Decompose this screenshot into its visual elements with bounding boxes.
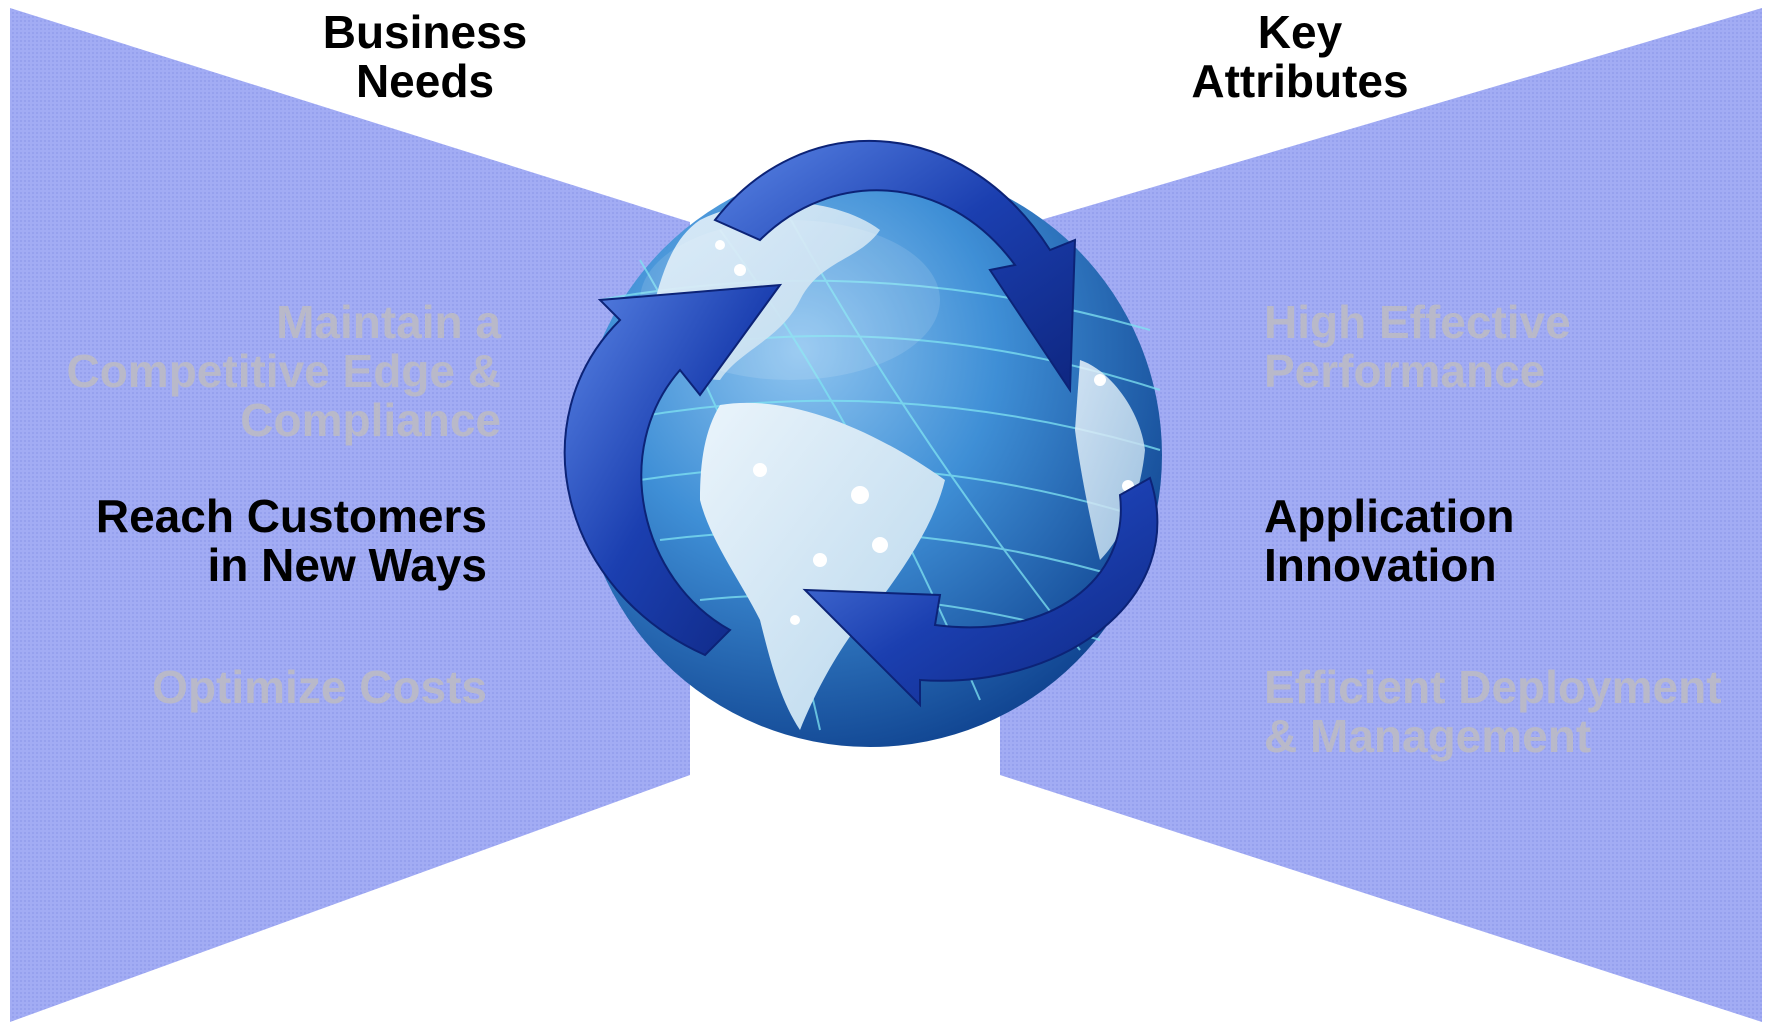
right-item-application-innovation: Application Innovation xyxy=(1264,492,1514,590)
right-header-line2: Attributes xyxy=(1191,55,1409,107)
right-header: Key Attributes xyxy=(1170,8,1430,106)
left-item-optimize-costs: Optimize Costs xyxy=(152,663,487,712)
left-header: Business Needs xyxy=(305,8,545,106)
left-item-line: Maintain a xyxy=(276,296,501,348)
right-header-line1: Key xyxy=(1257,6,1343,58)
right-wing xyxy=(1000,8,1762,1022)
right-item-line: & Management xyxy=(1264,710,1592,762)
left-item-line: Reach Customers xyxy=(95,490,487,542)
left-wing xyxy=(10,8,690,1022)
right-item-line: High Effective xyxy=(1264,296,1571,348)
left-item-line: Competitive Edge & xyxy=(66,345,501,397)
left-item-competitive-edge: Maintain a Competitive Edge & Compliance xyxy=(66,298,501,445)
left-item-line: Compliance xyxy=(240,394,501,446)
right-item-efficient-deployment: Efficient Deployment & Management xyxy=(1264,663,1722,761)
right-item-line: Performance xyxy=(1264,345,1546,397)
left-item-line: in New Ways xyxy=(207,539,487,591)
left-item-line: Optimize Costs xyxy=(152,661,487,713)
right-item-high-performance: High Effective Performance xyxy=(1264,298,1571,396)
right-item-line: Innovation xyxy=(1264,539,1497,591)
left-header-line2: Needs xyxy=(355,55,495,107)
cycle-arrows-icon xyxy=(563,139,1159,708)
left-header-line1: Business xyxy=(322,6,528,58)
right-item-line: Efficient Deployment xyxy=(1264,661,1722,713)
left-item-reach-customers: Reach Customers in New Ways xyxy=(96,492,487,590)
right-item-line: Application xyxy=(1264,490,1515,542)
